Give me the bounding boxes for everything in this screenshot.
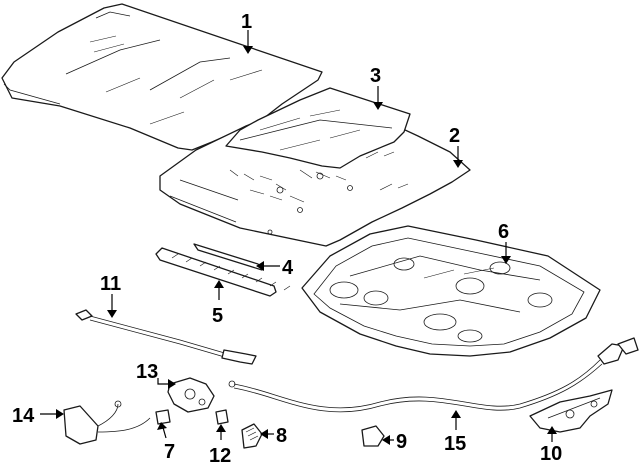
callout-arrow [107,310,117,318]
callout-arrow [256,261,264,271]
callout-1: 1 [241,11,253,54]
callout-label: 1 [241,11,252,33]
callout-11: 11 [100,273,121,318]
callout-arrow [243,46,253,54]
callout-arrow [157,422,167,430]
latch-bracket [63,400,151,445]
hood-support-rod [75,309,257,365]
hood-weatherstrip [155,247,291,297]
callout-label: 15 [444,433,466,455]
callout-arrow [56,409,64,419]
callout-2: 2 [449,125,463,168]
callout-label: 2 [449,125,460,147]
callout-8: 8 [260,425,287,447]
hood-latch [167,377,215,413]
hood-stop [241,423,263,449]
hood-frame [301,225,601,357]
callout-label: 12 [209,445,231,466]
callout-14: 14 [12,405,64,427]
callout-label: 4 [282,257,294,279]
callout-label: 10 [540,443,562,465]
callout-arrow [453,160,463,168]
callout-6: 6 [498,221,511,264]
callout-arrow [451,410,461,418]
hood-insulator [225,87,411,169]
callout-label: 14 [12,405,35,427]
callout-9: 9 [382,431,407,453]
callout-arrow [547,426,557,434]
callout-arrow [168,379,176,389]
callout-label: 5 [212,305,223,327]
callout-arrow [214,280,224,288]
callout-label: 9 [396,431,407,453]
callout-arrow [260,429,268,439]
hood-clip [361,425,385,447]
hood-panel [1,3,323,151]
callout-arrow [501,256,511,264]
callout-13: 13 [136,361,176,389]
callout-arrow [373,102,383,110]
callout-15: 15 [444,410,466,455]
callout-5: 5 [212,280,224,327]
callout-label: 3 [370,65,381,87]
callout-arrow [216,424,226,432]
hood-bumper [155,409,171,425]
callout-label: 6 [498,221,509,243]
callout-7: 7 [157,422,175,463]
hood-seal [193,243,263,271]
callout-arrow [382,435,390,445]
callout-4: 4 [256,257,294,279]
callout-12: 12 [209,424,231,466]
hood-adjuster [215,409,229,425]
callout-label: 7 [164,441,175,463]
callout-label: 8 [276,425,287,447]
release-cable [228,337,639,413]
callout-10: 10 [540,426,562,465]
callout-label: 13 [136,361,158,383]
callout-label: 11 [100,273,121,295]
callout-3: 3 [370,65,383,110]
